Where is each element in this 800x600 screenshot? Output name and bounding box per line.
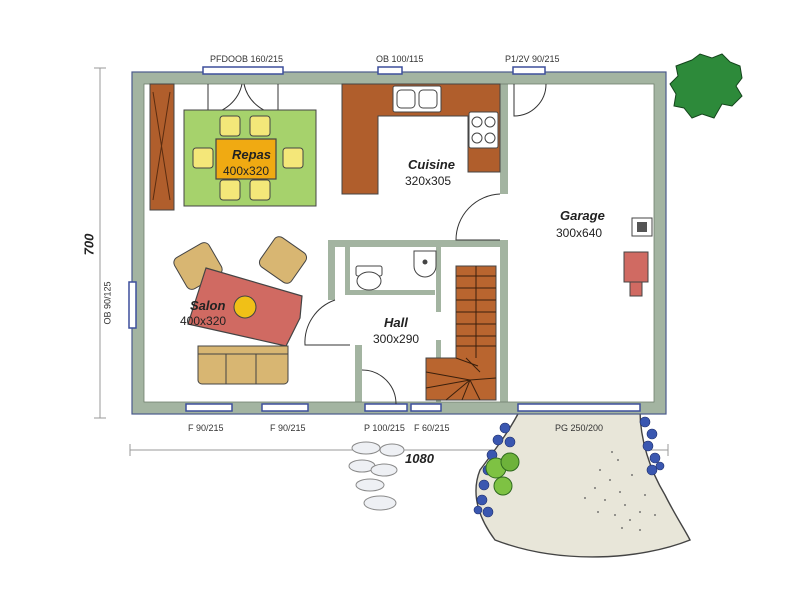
flower-bed-right <box>639 416 665 476</box>
opening-label-ob-left: OB 90/125 <box>102 281 113 325</box>
windows <box>128 66 641 412</box>
room-dim-garage: 300x640 <box>556 226 603 240</box>
opening-label-f2: F 90/215 <box>270 423 306 433</box>
dimension-height: 700 <box>81 233 97 256</box>
opening-label-ob-top: OB 100/115 <box>376 54 424 64</box>
wash-basin <box>413 250 437 278</box>
staircase <box>425 265 497 401</box>
stepping-stones <box>348 441 405 511</box>
dining-chairs <box>192 115 304 201</box>
room-dim-cuisine: 320x305 <box>405 174 452 188</box>
room-dim-repas: 400x320 <box>223 164 270 178</box>
toilet <box>355 265 383 291</box>
cooktop <box>468 111 499 149</box>
door-swings <box>207 83 547 405</box>
dining-table <box>215 138 277 180</box>
opening-label-p-entry: P 100/215 <box>364 423 405 433</box>
room-label-hall: Hall <box>384 315 408 330</box>
room-label-garage: Garage <box>560 208 605 223</box>
shrub-green <box>485 452 520 496</box>
opening-label-f1: F 90/215 <box>188 423 224 433</box>
sideboard-pattern <box>152 91 171 201</box>
opening-label-pfdoob: PFDOOB 160/215 <box>210 54 284 64</box>
garage-cabinet <box>623 251 649 297</box>
coffee-table <box>233 295 257 319</box>
room-label-cuisine: Cuisine <box>408 157 455 172</box>
gravel-dots <box>584 451 656 531</box>
garden-path <box>475 409 691 558</box>
room-dim-hall: 300x290 <box>373 332 420 346</box>
tree <box>669 53 743 119</box>
kitchen-counter <box>341 83 501 195</box>
room-label-salon: Salon <box>190 298 226 313</box>
height-dimension-line <box>94 67 106 419</box>
sink <box>392 85 442 113</box>
boiler <box>631 217 653 237</box>
opening-label-pg: PG 250/200 <box>555 423 604 433</box>
room-dim-salon: 400x320 <box>180 314 227 328</box>
room-label-repas: Repas <box>232 147 272 162</box>
sofa <box>197 345 289 385</box>
opening-label-f-small: F 60/215 <box>414 423 450 433</box>
opening-label-p1-2v: P1/2V 90/215 <box>505 54 560 64</box>
dimension-width: 1080 <box>405 451 434 466</box>
